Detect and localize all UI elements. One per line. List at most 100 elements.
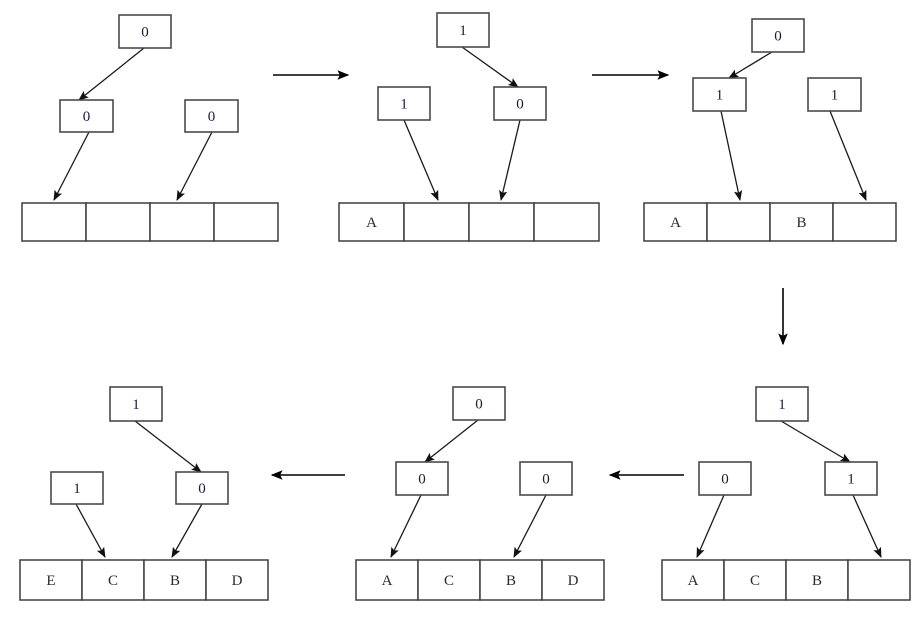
right-node-rect[interactable]	[807, 77, 862, 112]
right-node[interactable]: 0	[493, 86, 547, 121]
array-cell-3-label: D	[232, 573, 243, 589]
left-node-rect[interactable]	[59, 99, 114, 133]
left-node[interactable]: 1	[377, 86, 431, 121]
array-cell-0[interactable]	[661, 559, 725, 601]
right-node[interactable]: 0	[519, 461, 573, 496]
array-cell-1[interactable]	[85, 202, 151, 242]
right-node[interactable]: 1	[824, 461, 878, 496]
root-node[interactable]: 0	[751, 18, 805, 53]
array-cell-3[interactable]	[205, 559, 269, 601]
array-cell-0[interactable]	[21, 202, 87, 242]
right-node-rect[interactable]	[175, 471, 229, 505]
array-cell-0-label: A	[670, 215, 681, 231]
left-node-label: 0	[721, 472, 729, 488]
root-node-label: 1	[778, 397, 786, 413]
right-node-label: 0	[542, 472, 550, 488]
right-to-cell3	[829, 110, 867, 201]
step-3-insert-B: 0 1 1A B	[643, 18, 897, 242]
right-node-rect[interactable]	[493, 86, 547, 121]
left-node-rect[interactable]	[698, 461, 752, 496]
array-cell-0-label: E	[46, 573, 55, 589]
array-cell-3[interactable]	[847, 559, 911, 601]
array-cell-1[interactable]	[403, 202, 470, 242]
left-node-label: 1	[73, 481, 81, 497]
root-node[interactable]: 0	[118, 14, 172, 49]
left-to-cell0	[390, 494, 422, 558]
left-node-rect[interactable]	[50, 471, 104, 505]
array-cell-3[interactable]	[832, 202, 897, 242]
right-node-label: 1	[831, 88, 839, 104]
left-node[interactable]: 1	[692, 77, 747, 112]
right-node-label: 0	[516, 97, 524, 113]
right-node[interactable]: 0	[175, 471, 229, 505]
array-cell-3[interactable]	[533, 202, 600, 242]
right-to-cell2	[513, 494, 547, 558]
left-to-cell0	[53, 131, 90, 201]
right-node[interactable]: 0	[184, 99, 239, 133]
array-cell-2-label: B	[170, 573, 180, 589]
array-cell-2[interactable]	[468, 202, 535, 242]
root-node-label: 1	[459, 23, 467, 39]
root-node-rect[interactable]	[751, 18, 805, 53]
left-node[interactable]: 0	[698, 461, 752, 496]
left-node-rect[interactable]	[692, 77, 747, 112]
root-node[interactable]: 0	[452, 386, 506, 421]
left-to-cell1	[720, 110, 743, 202]
root-node-rect[interactable]	[436, 12, 490, 48]
array-cell-1[interactable]	[417, 559, 481, 601]
array-cell-0[interactable]	[338, 202, 405, 242]
array-cell-0-label: A	[688, 573, 699, 589]
array-cell-1-label: C	[750, 573, 760, 589]
step-1-empty-array: 0 0 0	[21, 14, 279, 242]
array-cell-2-label: B	[796, 215, 806, 231]
left-node-rect[interactable]	[377, 86, 431, 121]
array-cell-1[interactable]	[723, 559, 787, 601]
root-to-right	[461, 46, 519, 88]
step-1-empty-array-array-row	[21, 202, 279, 242]
root-to-right	[780, 420, 851, 463]
root-node-rect[interactable]	[755, 386, 809, 422]
right-node-rect[interactable]	[184, 99, 239, 133]
root-node[interactable]: 1	[109, 386, 163, 422]
array-cell-1-label: C	[444, 573, 454, 589]
left-node-label: 0	[418, 472, 426, 488]
array-cell-2[interactable]	[143, 559, 207, 601]
left-node[interactable]: 1	[50, 471, 104, 505]
flow-arrows-layer	[270, 70, 788, 480]
right-node-rect[interactable]	[824, 461, 878, 496]
array-cell-0[interactable]	[355, 559, 419, 601]
right-node-label: 1	[847, 472, 855, 488]
right-to-cell3	[852, 494, 882, 558]
array-cell-0[interactable]	[19, 559, 83, 601]
array-cell-3[interactable]	[541, 559, 605, 601]
root-to-left	[424, 419, 479, 463]
root-node-rect[interactable]	[109, 386, 163, 422]
left-node[interactable]: 0	[59, 99, 114, 133]
array-cell-2[interactable]	[769, 202, 834, 242]
root-node-label: 0	[774, 29, 782, 45]
array-cell-2[interactable]	[149, 202, 215, 242]
right-node-rect[interactable]	[519, 461, 573, 496]
root-node-rect[interactable]	[118, 14, 172, 49]
array-cell-3[interactable]	[213, 202, 279, 242]
root-node[interactable]: 1	[436, 12, 490, 48]
right-node[interactable]: 1	[807, 77, 862, 112]
array-cell-1[interactable]	[706, 202, 771, 242]
right-node-label: 0	[198, 481, 206, 497]
left-node[interactable]: 0	[395, 461, 449, 496]
root-node-rect[interactable]	[452, 386, 506, 421]
right-to-cell2	[171, 503, 203, 558]
left-to-cell0	[696, 494, 725, 558]
right-node-label: 0	[208, 109, 216, 125]
root-node[interactable]: 1	[755, 386, 809, 422]
left-node-rect[interactable]	[395, 461, 449, 496]
